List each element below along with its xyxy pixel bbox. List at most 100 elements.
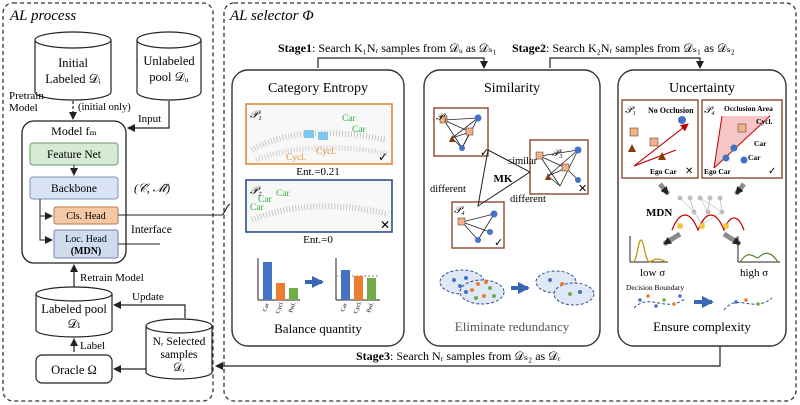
al-process-panel: AL process Initial Labeled 𝒟ᵢ Unlabeled …: [2, 2, 231, 402]
entropy-p1-cycl2: Cycl.: [316, 147, 336, 157]
oracle-box: [35, 354, 113, 384]
labeled-pool-cylinder: Labeled pool 𝒟ₗ: [35, 286, 113, 338]
al-selector-title: AL selector Φ: [229, 8, 314, 24]
al-process-title: AL process: [9, 8, 76, 24]
bar-tick-ped-1: Ped.: [288, 301, 297, 313]
interface-symbols: (𝒞̂, ℳ̂): [134, 181, 170, 195]
al-selector-panel: AL selector Φ Stage1: Search K₁Nᵣ sample…: [215, 2, 797, 402]
sim-p4-check: ✓: [494, 237, 503, 249]
oracle-label: Oracle Ω: [51, 363, 97, 377]
initial-labeled-line1: Initial: [58, 56, 88, 70]
unc-occlusion-area: Occlusion Area: [724, 104, 773, 113]
similarity-title: Similarity: [484, 81, 540, 96]
update-label: Update: [132, 291, 164, 303]
feature-net-label: Feature Net: [47, 149, 102, 161]
entropy-title: Category Entropy: [268, 81, 368, 96]
initial-labeled-cylinder: Initial Labeled 𝒟ᵢ: [34, 31, 112, 101]
mdn-label: (MDN): [71, 246, 102, 257]
unc-p4-check: ✓: [768, 166, 776, 177]
uncertainty-footer: Ensure complexity: [653, 319, 751, 334]
label-label: Label: [80, 340, 105, 352]
bar-tick-car-2: Car: [340, 302, 349, 312]
unc-ego-car-1: Ego Car: [650, 167, 678, 176]
stage2-bold: Stage2: [512, 41, 546, 55]
unc-ego-car-2: Ego Car: [704, 167, 732, 176]
unc-high-sigma: high σ: [740, 267, 768, 279]
entropy-ent2: Ent.=0: [303, 234, 333, 246]
initial-only-label: (initial only): [78, 102, 131, 113]
unlabeled-pool-line2: pool 𝒟ᵤ: [149, 70, 188, 84]
bar-tick-car-1: Car: [262, 302, 271, 312]
category-entropy-card: Category Entropy 𝒫₁ Car Car Cycl. Cycl. …: [231, 69, 405, 347]
sim-p3-tag: 𝒫₃: [552, 148, 563, 159]
unc-p1-cross: ✕: [685, 166, 693, 177]
unc-no-occlusion: No Occlusion: [648, 106, 694, 115]
entropy-p2-car2: Car: [250, 203, 265, 213]
stage1-text: Stage1: Search K₁Nᵣ samples from 𝒟ᵤ as 𝒟…: [278, 41, 497, 55]
entropy-footer: Balance quantity: [274, 321, 362, 336]
backbone-block: [29, 176, 119, 200]
bar-tick-ped-2: Ped.: [366, 301, 375, 313]
entropy-p1-tag: 𝒫₁: [250, 109, 262, 121]
uncertainty-card: Uncertainty 𝒫₁ No Occlusion Ego Car ✕ 𝒫₄…: [617, 69, 787, 347]
unc-p1-tag: 𝒫₁: [625, 105, 636, 116]
labeled-pool-line2: 𝒟ₗ: [67, 317, 80, 331]
uncertainty-title: Uncertainty: [669, 81, 735, 96]
bar-tick-cycl-1: Cycl.: [275, 300, 285, 315]
cls-head-label: Cls. Head: [66, 211, 105, 222]
retrain-label: Retrain Model: [80, 272, 144, 284]
model-title: Model fₘ: [51, 124, 97, 138]
stage1-rest: : Search K₁Nᵣ samples from 𝒟ᵤ as 𝒟ₛ₁: [312, 41, 497, 55]
sim-p4-tag: 𝒫₄: [454, 205, 465, 216]
sim-p1-tag: 𝒫₁: [436, 112, 447, 123]
cluster-after: [535, 270, 595, 306]
similarity-footer: Eliminate redundancy: [455, 319, 570, 334]
interface-label: Interface: [131, 224, 172, 236]
selected-samples-line1: Nᵣ Selected: [153, 336, 206, 348]
stage2-text: Stage2: Search K₂Nᵣ samples from 𝒟ₛ₁ as …: [512, 41, 735, 55]
entropy-ent1: Ent.=0.21: [296, 166, 339, 178]
loc-head-label: Loc. Head: [65, 234, 107, 245]
unc-cycl: Cycl.: [756, 117, 773, 126]
unlabeled-pool-cylinder: Unlabeled pool 𝒟ᵤ: [136, 31, 202, 101]
entropy-p2-cross: ✕: [380, 218, 390, 232]
labeled-pool-line1: Labeled pool: [41, 302, 107, 316]
unc-car-1: Car: [754, 139, 767, 148]
unc-mdn-label: MDN: [646, 207, 672, 219]
similarity-card: Similarity 𝒫₁ ✓: [423, 69, 601, 347]
stage3-text: Stage3: Search Nᵣ samples from 𝒟ₛ₂ as 𝒟ᵣ: [356, 349, 561, 363]
entropy-p2-tag: 𝒫₂: [250, 185, 262, 197]
initial-labeled-line2: Labeled 𝒟ᵢ: [45, 72, 100, 86]
selected-samples-line2: samples: [160, 349, 198, 361]
sim-p1-check: ✓: [480, 147, 489, 159]
entropy-p1-check: ✓: [378, 150, 388, 164]
input-label: Input: [138, 113, 161, 125]
entropy-p2-frame: [245, 179, 393, 233]
entropy-p1-car1: Car: [342, 114, 357, 124]
entropy-p1-car2: Car: [352, 125, 367, 135]
entropy-p2-car3: Car: [276, 189, 291, 199]
sim-different-right: different: [510, 194, 546, 205]
unc-decision-boundary: Decision Boundary: [626, 283, 684, 292]
cluster-before: [439, 269, 505, 305]
balance-chart-after: Car Cycl. Ped.: [335, 258, 380, 315]
backbone-label: Backbone: [51, 183, 97, 195]
sim-p3-cross: ✕: [578, 183, 587, 195]
stage1-bold: Stage1: [278, 41, 312, 55]
bar-tick-cycl-2: Cycl.: [353, 300, 363, 315]
sim-similar-label: similar: [508, 156, 538, 167]
stage3-rest: : Search Nᵣ samples from 𝒟ₛ₂ as 𝒟ᵣ: [390, 349, 561, 363]
unc-p4-tag: 𝒫₄: [704, 105, 715, 116]
balance-chart-before: Car Cycl. Ped.: [257, 258, 300, 315]
unlabeled-pool-line1: Unlabeled: [143, 54, 195, 68]
sim-different-left: different: [430, 184, 466, 195]
entropy-p2-car1: Car: [258, 195, 273, 205]
entropy-p1-cycl1: Cycl.: [286, 153, 306, 163]
pretrain-label-1: Pretrain: [9, 90, 44, 102]
selected-samples-cylinder: Nᵣ Selected samples 𝒟ᵣ: [145, 318, 213, 380]
sim-mk-label: MK: [494, 173, 513, 185]
stage3-bold: Stage3: [356, 349, 390, 363]
selected-samples-line3: 𝒟ᵣ: [173, 362, 185, 374]
pretrain-label-2: Model: [9, 102, 38, 114]
